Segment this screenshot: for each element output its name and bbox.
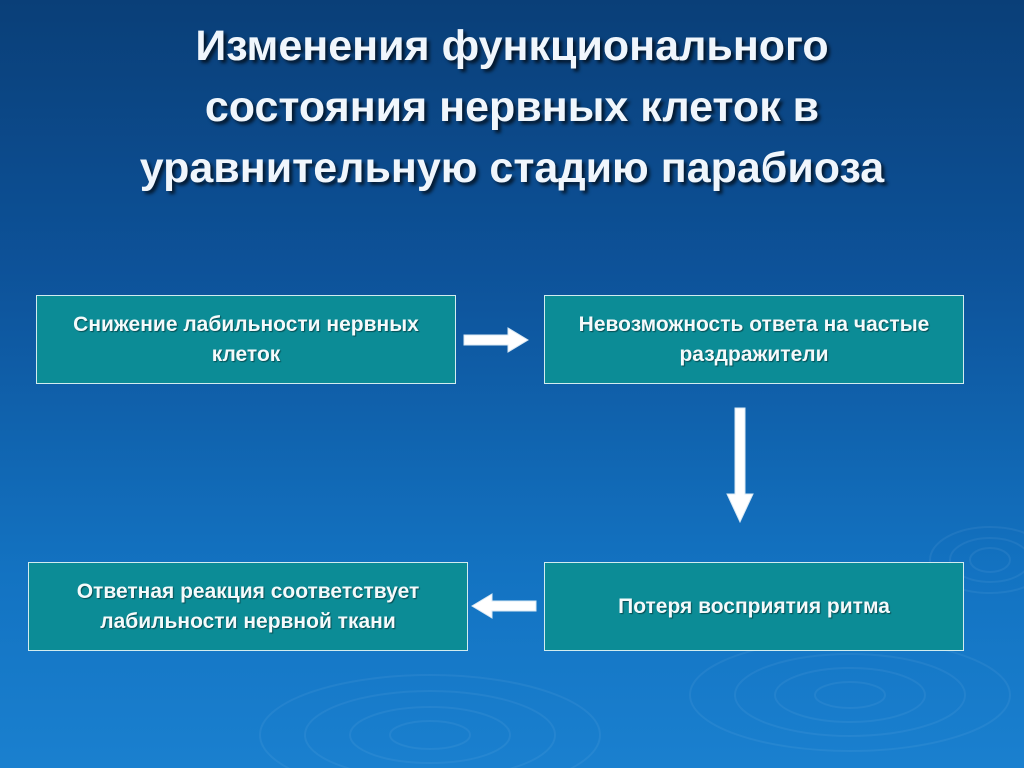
title-line-2: состояния нервных клеток в — [204, 83, 820, 131]
box-decreased-lability: Снижение лабильности нервных клеток — [36, 295, 456, 384]
box-response-matches-text: Ответная реакция соответствует лабильнос… — [76, 579, 420, 633]
box-decreased-lability-text: Снижение лабильности нервных клеток — [73, 312, 419, 366]
arrow-right-icon — [463, 327, 529, 353]
title-line-1: Изменения функционального — [195, 22, 829, 70]
arrow-down-icon — [726, 407, 754, 524]
box-no-response-text: Невозможность ответа на частые раздражит… — [578, 312, 930, 366]
slide-title: Изменения функционального состояния нерв… — [40, 16, 984, 199]
box-rhythm-loss-text: Потеря восприятия ритма — [618, 594, 890, 618]
box-response-matches-lability: Ответная реакция соответствует лабильнос… — [28, 562, 468, 651]
arrow-left-icon — [471, 593, 537, 619]
title-line-3: уравнительную стадию парабиоза — [139, 144, 885, 192]
box-rhythm-perception-loss: Потеря восприятия ритма — [544, 562, 964, 651]
box-no-response-to-frequent-stimuli: Невозможность ответа на частые раздражит… — [544, 295, 964, 384]
